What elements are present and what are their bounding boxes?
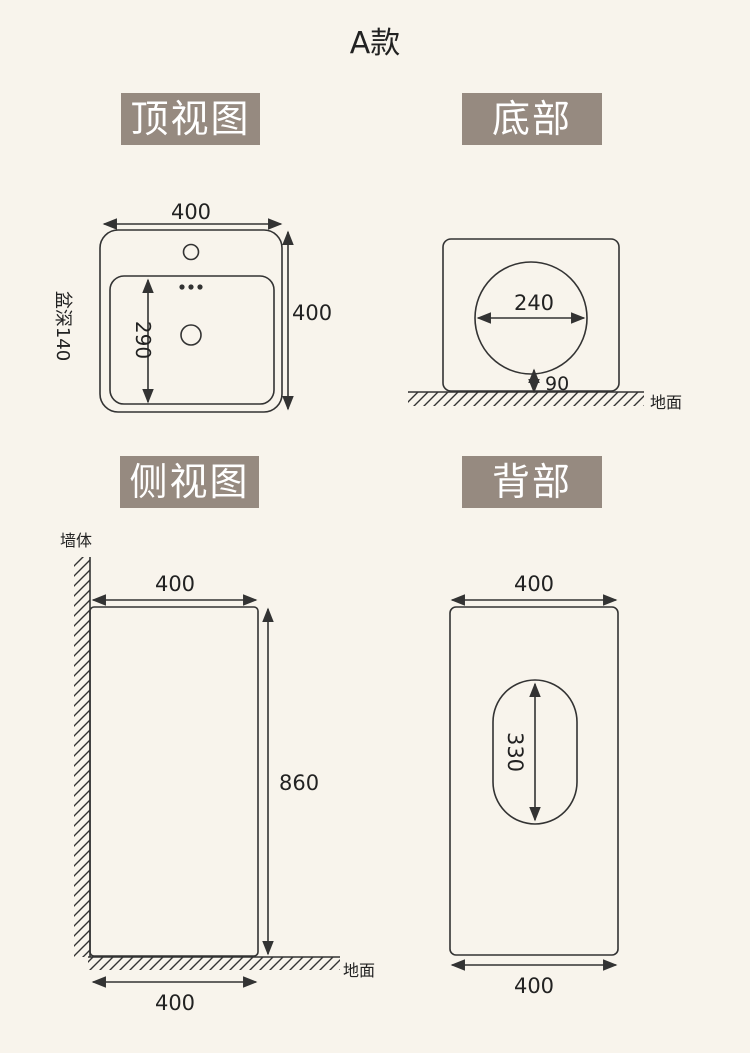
wall-hatch [74,557,90,957]
header-bottom: 底部 [462,93,602,145]
wall-label: 墙体 [60,531,92,550]
back-body [449,606,619,956]
side-bottom-width-label: 400 [155,991,195,1015]
bowl-depth-label: 盆深140 [52,291,73,361]
header-top-view: 顶视图 [121,93,260,145]
inner-depth-label: 290 [131,321,155,359]
top-width-label: 400 [171,200,211,224]
overflow-dot [197,284,203,290]
bottom-drawing [408,238,644,406]
header-side-view: 侧视图 [120,456,259,508]
ground-hatch [408,392,644,406]
side-ground-label: 地面 [343,961,375,980]
back-top-width-label: 400 [514,572,554,596]
side-view-drawing [74,557,340,988]
basin-bowl [109,275,275,405]
side-height-label: 860 [279,771,319,795]
header-back: 背部 [462,456,602,508]
hole-diameter-label: 240 [514,291,554,315]
ground-gap-label: 90 [545,373,569,395]
back-bottom-width-label: 400 [514,974,554,998]
side-top-width-label: 400 [155,572,195,596]
bottom-ground-label: 地面 [650,393,682,412]
back-slot [492,679,578,825]
top-view-drawing [99,218,294,413]
drain-hole [180,324,202,346]
overflow-dot [179,284,185,290]
basin-outline [99,229,283,413]
top-height-label: 400 [292,301,332,325]
overflow-dot [188,284,194,290]
faucet-hole [182,243,200,261]
page-title: A款 [349,26,401,61]
back-drawing [449,594,619,971]
slot-height-label: 330 [503,732,527,772]
side-body [89,606,259,957]
side-ground-hatch [88,957,340,970]
